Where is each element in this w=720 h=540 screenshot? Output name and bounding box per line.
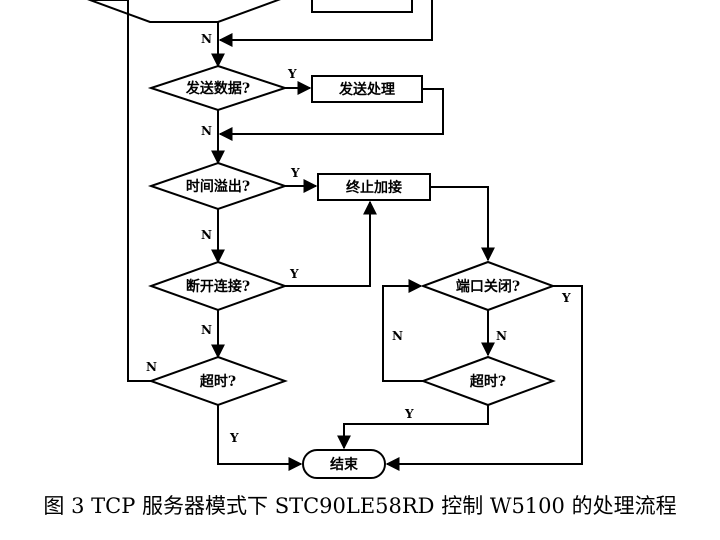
branch-label-n: N [146, 360, 157, 374]
end-terminal-label: 结束 [330, 456, 359, 473]
branch-label-y: Y [404, 407, 414, 421]
send-data-decision-label: 发送数据? [185, 80, 250, 97]
figure-caption: 图 3 TCP 服务器模式下 STC90LE58RD 控制 W5100 的处理流… [43, 494, 677, 518]
branch-label-n: N [201, 124, 212, 138]
edge-overtime-right-yes [337, 405, 489, 450]
branch-label-n: N [201, 323, 212, 337]
timeout-decision-label: 时间溢出? [186, 178, 250, 195]
branch-label-n: N [201, 228, 212, 242]
branch-label-n: N [392, 329, 403, 343]
terminate-process-box [317, 173, 431, 201]
edge-port-yes [385, 285, 583, 471]
branch-label-y: Y [287, 67, 297, 81]
end-terminal [302, 449, 386, 479]
port-close-decision-label: 端口关闭? [456, 278, 520, 295]
edge-send-process-return [218, 88, 444, 141]
disconnect-decision-label: 断开连接? [186, 278, 250, 295]
edge-overtime-right-n [382, 279, 423, 382]
top-decision-diamond [87, 0, 281, 23]
branch-label-y: Y [229, 431, 239, 445]
edge-overtime-left-yes [217, 405, 303, 471]
branch-label-y: Y [289, 267, 299, 281]
branch-label-y: Y [290, 166, 300, 180]
top-process-box [311, 0, 413, 13]
edge-disconnect-yes [285, 200, 377, 287]
branch-label-n: N [496, 329, 507, 343]
terminate-process-label: 终止加接 [346, 179, 402, 196]
edge-top-process-return [218, 0, 433, 47]
edge-terminate-to-port [430, 186, 495, 262]
send-process-label: 发送处理 [338, 81, 395, 98]
branch-label-n: N [201, 32, 212, 46]
overtime-decision-label-left: 超时? [199, 373, 236, 390]
branch-label-y: Y [561, 291, 571, 305]
edge-loop-left-outer [127, 0, 151, 382]
overtime-decision-label-right: 超时? [469, 373, 506, 390]
